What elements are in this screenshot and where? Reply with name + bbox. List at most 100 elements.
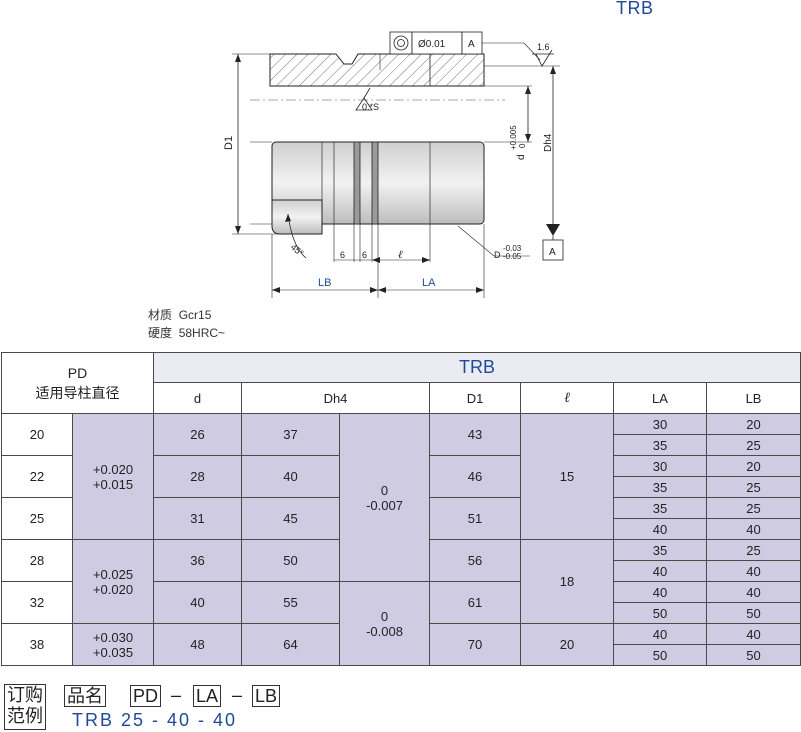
d1-cell: 61 (429, 581, 521, 624)
flatness-value: Ø0.01 (418, 39, 446, 50)
order-label-1: 订购 (7, 685, 43, 705)
dh4-cell: 64 (241, 623, 340, 666)
header-d1: D1 (429, 382, 521, 414)
dh4-tol-lower: -0.007 (366, 497, 403, 513)
la-box: LA (193, 685, 222, 707)
la-cell: 35 (613, 476, 707, 498)
la-cell: 40 (613, 581, 707, 603)
dim-lb-label: LB (318, 277, 331, 289)
la-cell: 40 (613, 623, 707, 645)
pd-cell: 28 (1, 539, 73, 582)
order-dash-2: – (232, 685, 243, 705)
d1-cell: 70 (429, 623, 521, 666)
pd-tol-lower: +0.035 (92, 644, 134, 660)
dh4-tol-upper: 0 (380, 482, 389, 498)
pd-cell: 38 (1, 623, 73, 666)
d-cell: 26 (153, 413, 242, 456)
page-title: TRB (616, 0, 654, 18)
pd-tol-upper: +0.025 (92, 566, 134, 582)
dh4-cell: 37 (241, 413, 340, 456)
pd-tol-lower: +0.020 (92, 581, 134, 597)
la-cell: 40 (613, 518, 707, 540)
dim-la-label: LA (422, 277, 436, 289)
la-cell: 30 (613, 455, 707, 477)
d1-cell: 51 (429, 497, 521, 540)
material-line: 材质 Gcr15 (148, 306, 211, 323)
pd-tol-cell: +0.030 +0.035 (72, 623, 154, 666)
la-cell: 50 (613, 602, 707, 624)
d1-cell: 46 (429, 455, 521, 498)
lb-cell: 20 (705, 413, 801, 435)
lb-box: LB (252, 685, 281, 707)
d-cell: 40 (153, 581, 242, 624)
ell-cell: 20 (520, 623, 614, 666)
order-label-2: 范例 (7, 706, 43, 726)
dh4-cell: 40 (241, 455, 340, 498)
lb-cell: 40 (705, 581, 801, 603)
dim-dh4-label: Dh4 (543, 133, 554, 152)
lb-cell: 40 (705, 623, 801, 645)
la-cell: 35 (613, 497, 707, 519)
datum-a-bottom: A (549, 247, 556, 258)
lb-cell: 50 (705, 644, 801, 666)
dim-D-tol-upper: -0.03 (503, 244, 522, 253)
dh4-cell: 45 (241, 497, 340, 540)
d-cell: 31 (153, 497, 242, 540)
la-cell: 50 (613, 644, 707, 666)
ell-cell: 15 (520, 413, 614, 540)
group-header: TRB (152, 352, 801, 383)
d-cell: 28 (153, 455, 242, 498)
angle-label: 45° (289, 242, 306, 259)
order-dash-1: – (171, 685, 182, 705)
dh4-cell: 55 (241, 581, 340, 624)
surface-note: 0.*S (362, 102, 379, 112)
d-cell: 48 (153, 623, 242, 666)
pd-box: PD (130, 685, 162, 707)
lb-cell: 50 (705, 602, 801, 624)
lb-cell: 20 (705, 455, 801, 477)
pd-header: PD 适用导柱直径 (1, 352, 154, 414)
groove-dim-2: 6 (362, 250, 367, 260)
dh4-tol-upper: 0 (380, 608, 389, 624)
pd-title: PD (67, 365, 88, 381)
datum-triangle (546, 224, 560, 236)
la-cell: 35 (613, 539, 707, 561)
pd-cell: 25 (1, 497, 73, 540)
la-cell: 35 (613, 434, 707, 456)
header-ell: ℓ (520, 382, 614, 414)
pd-tol-upper: +0.020 (92, 461, 134, 477)
spec-table: PD 适用导柱直径 TRB d Dh4 D1 ℓ LA LB 20 +0.020… (1, 352, 801, 666)
dim-d-label: d (516, 154, 527, 160)
dh4-tol-lower: -0.008 (366, 623, 403, 639)
dh4-tol-cell: 0 -0.008 (339, 581, 430, 666)
dh4-cell: 50 (241, 539, 340, 582)
header-dh4: Dh4 (241, 382, 430, 414)
lb-cell: 25 (705, 434, 801, 456)
dim-D-tol-lower: -0.05 (503, 252, 522, 261)
header-d: d (153, 382, 242, 414)
roughness-value: 1.6 (537, 42, 550, 52)
order-example: TRB 25 - 40 - 40 (72, 710, 238, 730)
dim-D-label: D (494, 250, 501, 260)
order-label-box: 订购 范例 (4, 684, 46, 730)
material-label: 材质 (148, 308, 173, 322)
hardness-line: 硬度 58HRC~ (148, 324, 225, 341)
technical-drawing: D1 d +0.005 0 Dh4 A Ø0.01 A 1.6 0.*S 45°… (223, 31, 564, 298)
ell-cell: 18 (520, 539, 614, 624)
dim-d1-label: D1 (223, 136, 235, 150)
material-value: Gcr15 (178, 308, 212, 322)
lb-cell: 25 (705, 476, 801, 498)
hardness-label: 硬度 (148, 326, 173, 340)
groove-dim-1: 6 (340, 250, 345, 260)
datum-a-top: A (468, 39, 475, 50)
d-cell: 36 (153, 539, 242, 582)
pd-tol-cell: +0.020 +0.015 (72, 413, 154, 540)
lb-cell: 25 (705, 497, 801, 519)
lb-cell: 40 (705, 518, 801, 540)
dim-d-tol-upper: +0.005 (509, 125, 518, 150)
ell-label: ℓ (398, 248, 403, 261)
pd-subtitle: 适用导柱直径 (35, 385, 120, 401)
pd-tol-upper: +0.030 (92, 629, 134, 645)
name-box: 品名 (64, 685, 106, 707)
pd-cell: 22 (1, 455, 73, 498)
